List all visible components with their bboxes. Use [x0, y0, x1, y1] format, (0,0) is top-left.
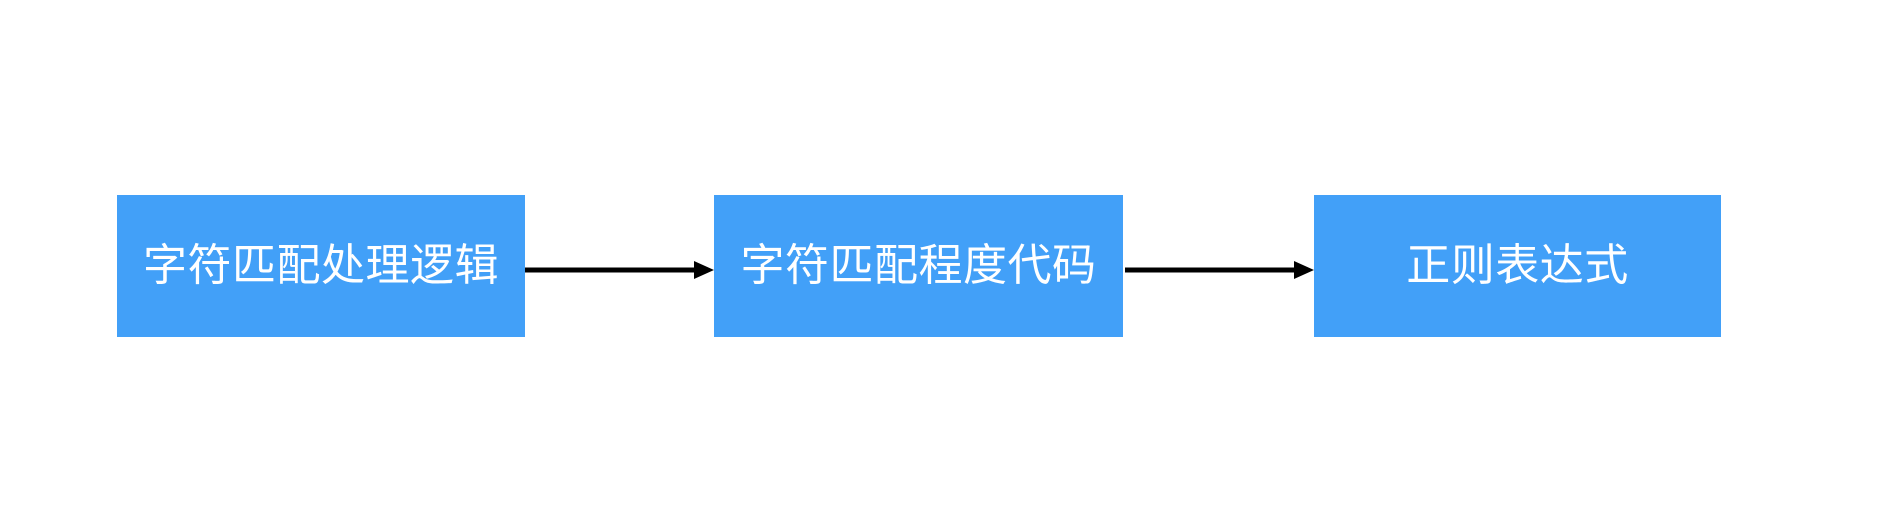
flowchart-node-3-label: 正则表达式	[1406, 240, 1629, 291]
flowchart-edge-1	[525, 247, 714, 293]
flowchart-node-2[interactable]: 字符匹配程度代码	[714, 195, 1123, 337]
arrow-right-icon	[1125, 261, 1314, 279]
flowchart-node-1-label: 字符匹配处理逻辑	[143, 240, 499, 291]
flowchart-node-3[interactable]: 正则表达式	[1314, 195, 1721, 337]
flowchart-node-2-label: 字符匹配程度代码	[740, 240, 1097, 291]
arrow-right-icon	[525, 261, 714, 279]
flowchart-edge-2	[1123, 247, 1314, 293]
flowchart-node-1[interactable]: 字符匹配处理逻辑	[117, 195, 525, 337]
